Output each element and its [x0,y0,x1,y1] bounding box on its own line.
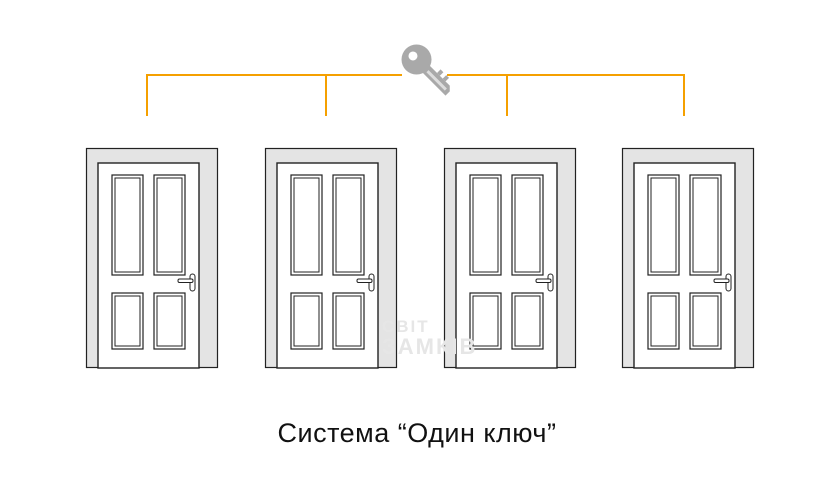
door-icon [264,147,398,369]
door-panel-inner [692,177,719,273]
door-panel-inner [335,177,362,273]
door-panel-inner [335,295,362,347]
door-handle-icon [713,273,732,292]
key-icon [401,44,450,96]
door-icon [621,147,755,369]
door-panel [111,174,144,276]
door-panel-inner [650,295,677,347]
door-panel-inner [156,177,183,273]
watermark-logo: СВІТ ЗАМКІВ [382,318,477,359]
door-icon [443,147,577,369]
door-panel-inner [692,295,719,347]
door-panel [511,174,544,276]
door-panel [290,174,323,276]
door-panel [332,292,365,350]
door-panel [153,174,186,276]
door-handle-icon [177,273,196,292]
door-panel-inner [514,177,541,273]
door-panel [689,292,722,350]
connector-lines [146,74,685,116]
door-panel [332,174,365,276]
door-panel-inner [114,295,141,347]
watermark-line1: СВІТ [382,317,430,336]
door-panel [290,292,323,350]
door-handle-icon [356,273,375,292]
door-handle-icon [535,273,554,292]
watermark-line2: ЗАМКІВ [382,334,478,359]
door-panel-inner [472,177,499,273]
door-panel [689,174,722,276]
door-panel-inner [514,295,541,347]
door-panel [111,292,144,350]
door-panel-inner [156,295,183,347]
diagram-caption: Система “Один ключ” [277,418,557,448]
door-panel-inner [650,177,677,273]
door-panel [647,174,680,276]
door-panel-inner [114,177,141,273]
door-panel [511,292,544,350]
door-panel [469,174,502,276]
door-panel-inner [472,295,499,347]
door-icon [85,147,219,369]
door-panel [647,292,680,350]
door-panel-inner [293,177,320,273]
door-panel [469,292,502,350]
door-panel-inner [293,295,320,347]
door-panel [153,292,186,350]
